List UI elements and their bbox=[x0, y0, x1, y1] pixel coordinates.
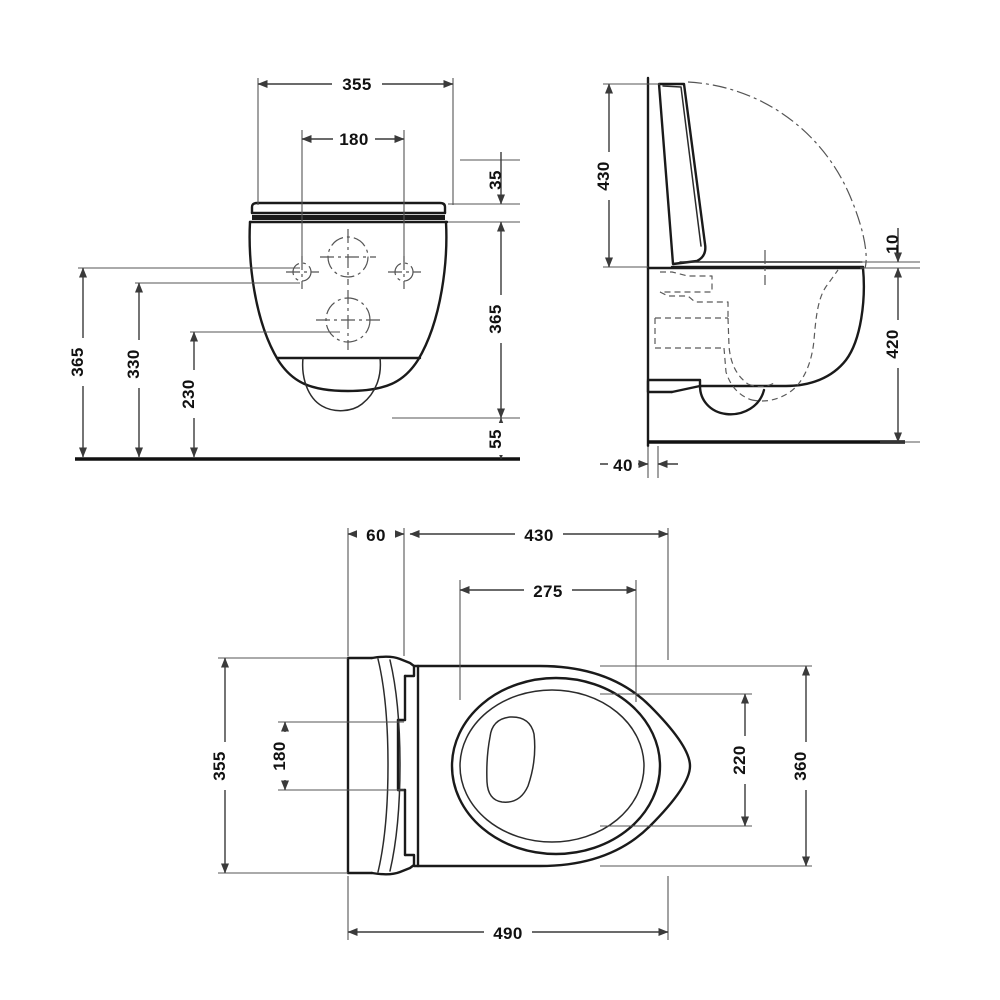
plan-extension-lines bbox=[218, 528, 812, 940]
dimension-label-490-plan-bottom: 490 bbox=[493, 924, 523, 943]
dimension-front-230: 230 bbox=[179, 331, 205, 458]
dimension-label-40-side-bottom: 40 bbox=[613, 456, 633, 475]
dimension-side-40: 40 bbox=[600, 453, 678, 475]
dimension-label-330-front-left: 330 bbox=[124, 349, 143, 379]
side-lid-open bbox=[657, 82, 707, 266]
dimension-label-275-plan-top: 275 bbox=[533, 582, 563, 601]
dimension-front-35: 35 bbox=[486, 152, 505, 205]
dimension-label-355-front-top: 355 bbox=[342, 75, 372, 94]
dimension-label-230-front-left: 230 bbox=[179, 379, 198, 409]
dimension-front-180: 180 bbox=[301, 127, 405, 149]
dimension-label-180-plan-left: 180 bbox=[270, 741, 289, 771]
dimension-label-360-plan-right: 360 bbox=[791, 751, 810, 781]
dimension-label-355-plan-left: 355 bbox=[210, 751, 229, 781]
plan-seat-ring-inner bbox=[459, 689, 645, 843]
dimension-label-220-plan-right: 220 bbox=[730, 745, 749, 775]
dimension-front-55: 55 bbox=[486, 417, 512, 460]
dimension-label-60-plan-top: 60 bbox=[366, 526, 386, 545]
plan-view: 60 430 275 355 180 2 bbox=[210, 523, 817, 943]
dimension-label-365-front-left: 365 bbox=[68, 347, 87, 377]
plan-seat-ring-outer bbox=[450, 676, 662, 856]
dimension-label-35-front-right: 35 bbox=[486, 170, 505, 190]
dimension-plan-430: 430 bbox=[409, 523, 669, 545]
dimension-label-430-side-left: 430 bbox=[594, 161, 613, 191]
dimension-label-55-front-right: 55 bbox=[486, 429, 505, 449]
side-bowl-outline bbox=[646, 266, 866, 394]
dimension-plan-275: 275 bbox=[459, 579, 637, 601]
dimension-front-355: 355 bbox=[257, 72, 454, 94]
dimension-front-365-left: 365 bbox=[68, 267, 94, 458]
front-seat-band bbox=[252, 215, 445, 220]
dimension-side-430: 430 bbox=[594, 83, 620, 268]
dimension-plan-360: 360 bbox=[791, 665, 817, 867]
front-fixing-holes bbox=[286, 229, 421, 350]
front-view: 355 180 35 365 55 365 bbox=[68, 72, 520, 461]
front-extension-lines bbox=[78, 78, 520, 419]
dimension-plan-180: 180 bbox=[270, 721, 296, 791]
dimension-plan-490: 490 bbox=[347, 921, 669, 943]
plan-outlet-opening bbox=[486, 716, 536, 803]
side-hidden-details bbox=[654, 269, 839, 402]
dimension-plan-220: 220 bbox=[730, 693, 756, 827]
plan-outline bbox=[346, 655, 692, 876]
side-lid-swing-arc bbox=[687, 81, 867, 269]
dimension-front-330: 330 bbox=[124, 282, 150, 458]
dimension-side-10: 10 bbox=[883, 228, 902, 263]
dimension-label-10-side-right: 10 bbox=[883, 234, 902, 254]
front-toilet-outline bbox=[248, 201, 449, 412]
side-trap-curve bbox=[698, 384, 766, 416]
side-view: 430 10 420 40 bbox=[594, 76, 920, 478]
dimension-side-420: 420 bbox=[883, 267, 909, 443]
dimension-label-180-front-top: 180 bbox=[339, 130, 369, 149]
dimension-plan-60: 60 bbox=[347, 523, 405, 545]
dimension-plan-355: 355 bbox=[210, 657, 236, 874]
dimension-label-430-plan-top: 430 bbox=[524, 526, 554, 545]
dimension-front-365-right: 365 bbox=[486, 221, 512, 419]
dimension-label-420-side-right: 420 bbox=[883, 329, 902, 359]
dimension-label-365-front-right: 365 bbox=[486, 304, 505, 334]
